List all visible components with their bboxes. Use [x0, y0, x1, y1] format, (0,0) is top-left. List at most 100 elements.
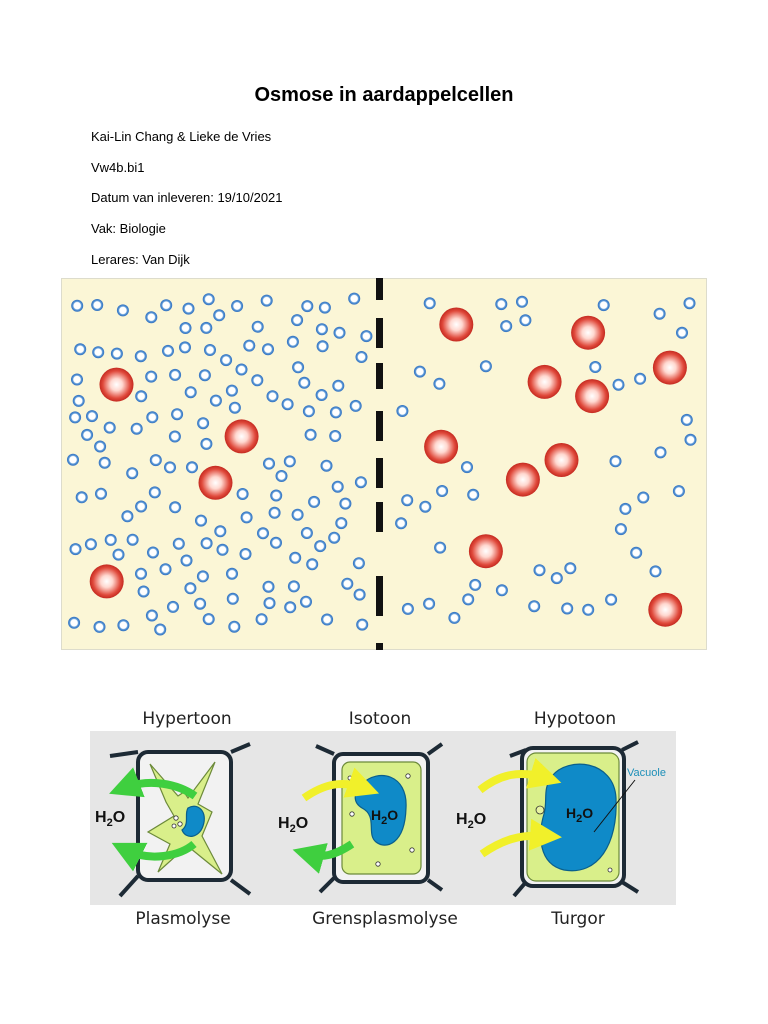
water-molecule	[589, 361, 601, 373]
water-molecule	[330, 406, 342, 418]
solute-molecule	[225, 419, 259, 453]
page-title: Osmose in aardappelcellen	[0, 84, 768, 107]
water-molecule	[350, 400, 362, 412]
water-molecule	[436, 485, 448, 497]
water-molecule	[353, 557, 365, 569]
water-molecule	[173, 538, 185, 550]
water-molecule	[71, 300, 83, 312]
result-label: Plasmolyse	[135, 909, 230, 929]
water-molecule	[308, 496, 320, 508]
water-molecule	[480, 360, 492, 372]
water-molecule	[149, 486, 161, 498]
water-molecule	[81, 429, 93, 441]
water-molecule	[201, 537, 213, 549]
water-molecule	[179, 341, 191, 353]
water-molecule	[284, 601, 296, 613]
water-molecule	[434, 542, 446, 554]
subject-line: Vak: Biologie	[91, 221, 166, 236]
organelle	[376, 862, 380, 866]
water-molecule	[341, 578, 353, 590]
water-molecule	[145, 311, 157, 323]
water-molecule	[263, 581, 275, 593]
water-molecule	[613, 379, 625, 391]
water-molecule	[423, 598, 435, 610]
water-molecule	[95, 488, 107, 500]
water-molecule	[534, 564, 546, 576]
water-molecule	[419, 501, 431, 513]
water-molecule	[200, 438, 212, 450]
water-molecule	[334, 327, 346, 339]
water-molecule	[424, 297, 436, 309]
water-molecule	[111, 348, 123, 360]
water-molecule	[495, 298, 507, 310]
water-molecule	[332, 481, 344, 493]
water-molecule	[204, 344, 216, 356]
water-molecule	[226, 385, 238, 397]
water-molecule	[637, 492, 649, 504]
water-molecule	[147, 547, 159, 559]
water-molecule	[282, 398, 294, 410]
water-molecule	[214, 525, 226, 537]
water-molecule	[127, 534, 139, 546]
water-molecule	[317, 340, 329, 352]
water-molecule	[329, 430, 341, 442]
water-molecule	[292, 361, 304, 373]
water-molecule	[267, 390, 279, 402]
water-molecule	[154, 624, 166, 636]
water-molecule	[228, 621, 240, 633]
water-molecule	[203, 293, 215, 305]
water-molecule	[92, 346, 104, 358]
water-molecule	[210, 395, 222, 407]
condition-label: Hypotoon	[534, 709, 616, 729]
class-line: Vw4b.bi1	[91, 160, 144, 175]
water-molecule	[195, 515, 207, 527]
water-molecule	[135, 390, 147, 402]
water-molecule	[354, 589, 366, 601]
water-molecule	[615, 523, 627, 535]
water-molecule	[650, 565, 662, 577]
water-molecule	[257, 527, 269, 539]
water-molecule	[117, 619, 129, 631]
water-molecule	[301, 527, 313, 539]
water-molecule	[200, 322, 212, 334]
water-molecule	[655, 446, 667, 458]
organelle	[406, 774, 410, 778]
water-molecule	[610, 455, 622, 467]
solute-molecule	[545, 443, 579, 477]
water-molecule	[69, 411, 81, 423]
water-molecule	[516, 296, 528, 308]
water-molecule	[395, 517, 407, 529]
vacuole-callout: Vacuole	[627, 767, 666, 779]
plant-cells-diagram: Hypertoon Plasmolyse H2O Isotoon Grenspl…	[90, 704, 680, 934]
water-molecule	[292, 509, 304, 521]
water-molecule	[356, 619, 368, 631]
water-molecule	[99, 457, 111, 469]
water-molecule	[288, 580, 300, 592]
water-molecule	[306, 558, 318, 570]
water-molecule	[126, 467, 138, 479]
water-molecule	[162, 345, 174, 357]
organelle	[608, 868, 612, 872]
water-molecule	[164, 461, 176, 473]
teacher-line: Lerares: Van Dijk	[91, 252, 190, 267]
water-molecule	[263, 458, 275, 470]
water-molecule	[291, 314, 303, 326]
organelle	[536, 806, 544, 814]
water-molecule	[199, 369, 211, 381]
water-molecule	[462, 593, 474, 605]
organelle	[410, 848, 414, 852]
water-molecule	[332, 380, 344, 392]
water-molecule	[316, 323, 328, 335]
water-molecule	[528, 600, 540, 612]
water-molecule	[71, 374, 83, 386]
result-label: Grensplasmolyse	[312, 909, 458, 929]
water-molecule	[213, 309, 225, 321]
solute-molecule	[439, 308, 473, 342]
water-molecule	[86, 410, 98, 422]
organelle	[174, 816, 178, 820]
solute-molecule	[469, 534, 503, 568]
solute-molecule	[90, 564, 124, 598]
water-molecule	[167, 601, 179, 613]
water-molecule	[169, 431, 181, 443]
water-molecule	[298, 377, 310, 389]
